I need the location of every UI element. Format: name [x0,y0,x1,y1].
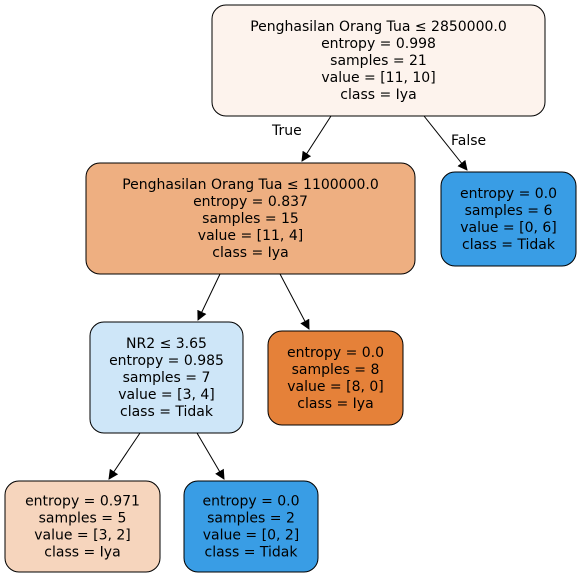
tree-node-line: class = Tidak [462,237,556,253]
edge-label-true: True [271,123,302,139]
edge-left-left-to-ll-right [196,432,225,480]
tree-node-line: samples = 7 [123,370,211,386]
tree-node-line: value = [11, 4] [198,228,303,244]
edge-label-false: False [451,133,486,149]
edge-left-to-left-right [279,273,310,330]
tree-node-box [440,171,577,267]
tree-node-line: value = [11, 10] [321,70,435,86]
tree-node-line: class = Iya [212,245,288,261]
tree-node-line: value = [3, 2] [34,528,131,544]
tree-node-line: samples = 5 [39,511,127,527]
tree-node-line: value = [0, 2] [203,528,300,544]
tree-node-line: value = [8, 0] [287,379,384,395]
tree-node-line: entropy = 0.971 [25,494,140,510]
tree-node-box [211,4,546,117]
tree-node-line: entropy = 0.0 [287,345,384,361]
tree-node-left: Penghasilan Orang Tua ≤ 1100000.0entropy… [85,162,416,275]
tree-node-box [267,330,404,426]
tree-node-line: samples = 15 [202,211,299,227]
tree-node-line: class = Tidak [205,545,299,561]
tree-node-line: samples = 2 [207,511,295,527]
tree-node-line: class = Iya [44,545,120,561]
tree-node-box [85,162,416,275]
tree-node-line: entropy = 0.837 [193,194,308,210]
edge-root-to-right [423,115,468,171]
tree-node-line: entropy = 0.985 [109,353,224,369]
edge-left-to-left-left [197,273,221,321]
tree-node-line: samples = 8 [292,362,380,378]
tree-node-line: value = [3, 4] [118,387,215,403]
tree-node-line: entropy = 0.998 [321,36,436,52]
tree-node-line: class = Iya [297,396,373,412]
edge-left-left-to-ll-left [108,432,141,480]
tree-node-line: samples = 6 [465,203,553,219]
tree-node-line: samples = 21 [330,53,427,69]
tree-node-line: entropy = 0.0 [460,186,557,202]
tree-node-line: class = Iya [340,87,416,103]
tree-node-box [183,480,319,573]
tree-node-box [4,480,161,573]
tree-node-line: class = Tidak [120,404,214,420]
tree-node-line: Penghasilan Orang Tua ≤ 2850000.0 [250,19,507,35]
tree-node-line: NR2 ≤ 3.65 [126,336,207,352]
tree-node-root: Penghasilan Orang Tua ≤ 2850000.0entropy… [211,4,546,117]
tree-node-box [89,321,244,434]
tree-node-line: Penghasilan Orang Tua ≤ 1100000.0 [122,177,379,193]
tree-node-line: value = [0, 6] [460,220,557,236]
edge-root-to-left [301,115,332,162]
tree-node-line: entropy = 0.0 [202,494,299,510]
